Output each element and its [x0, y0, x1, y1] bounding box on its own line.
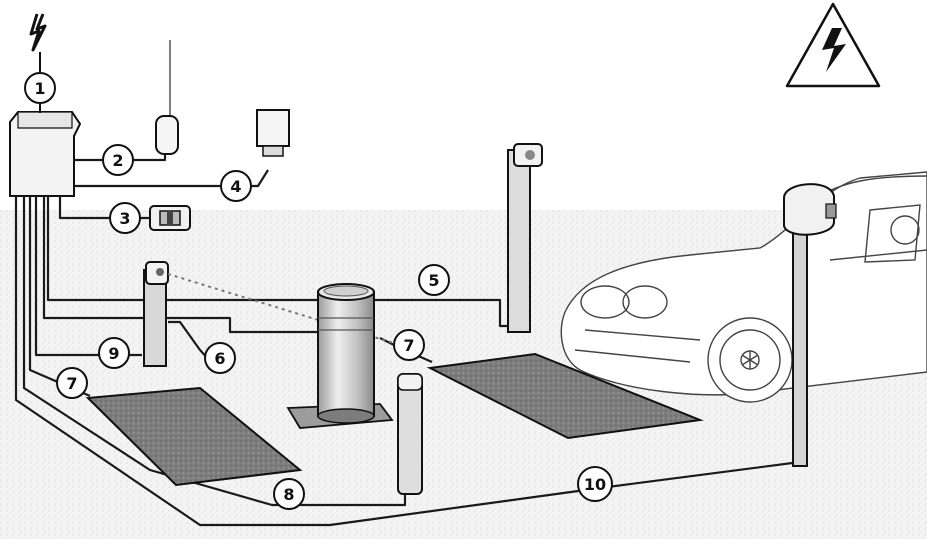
car-illustration: [560, 171, 927, 403]
flashing-lamp: [256, 109, 290, 157]
callout-7-left: 7: [56, 367, 88, 399]
svg-text:2: 2: [112, 151, 123, 170]
photocell-post-far: [507, 143, 543, 333]
svg-text:5: 5: [428, 271, 439, 290]
svg-text:1: 1: [34, 79, 45, 98]
svg-text:3: 3: [119, 209, 130, 228]
photocell-post-near: [143, 261, 169, 367]
control-unit: [9, 104, 82, 197]
svg-text:8: 8: [283, 485, 294, 504]
callout-4: 4: [220, 170, 252, 202]
callout-10: 10: [577, 466, 613, 502]
callout-7-right: 7: [393, 329, 425, 361]
automatic-bollard: [286, 283, 394, 429]
card-reader-post: [783, 183, 837, 467]
callout-2: 2: [102, 144, 134, 176]
svg-text:7: 7: [403, 336, 414, 355]
callout-8: 8: [273, 478, 305, 510]
svg-text:4: 4: [230, 177, 241, 196]
callout-6: 6: [204, 342, 236, 374]
svg-text:6: 6: [214, 349, 225, 368]
callout-5: 5: [418, 264, 450, 296]
photocell-beam: [167, 273, 401, 346]
callout-9: 9: [98, 337, 130, 369]
svg-text:9: 9: [108, 344, 119, 363]
lightning-bolt-icon: [29, 13, 47, 52]
callout-3: 3: [109, 202, 141, 234]
callouts: 1 2 3 4 5 6 7 7: [24, 72, 613, 510]
high-voltage-warning-icon: [785, 2, 881, 88]
antenna-receiver: [155, 40, 179, 155]
svg-text:7: 7: [66, 374, 77, 393]
detection-loop-right: [426, 352, 704, 440]
callout-1: 1: [24, 72, 56, 104]
key-switch: [149, 205, 191, 231]
svg-text:10: 10: [584, 475, 606, 494]
detection-loop-left: [85, 386, 303, 487]
middle-post: [397, 373, 423, 495]
